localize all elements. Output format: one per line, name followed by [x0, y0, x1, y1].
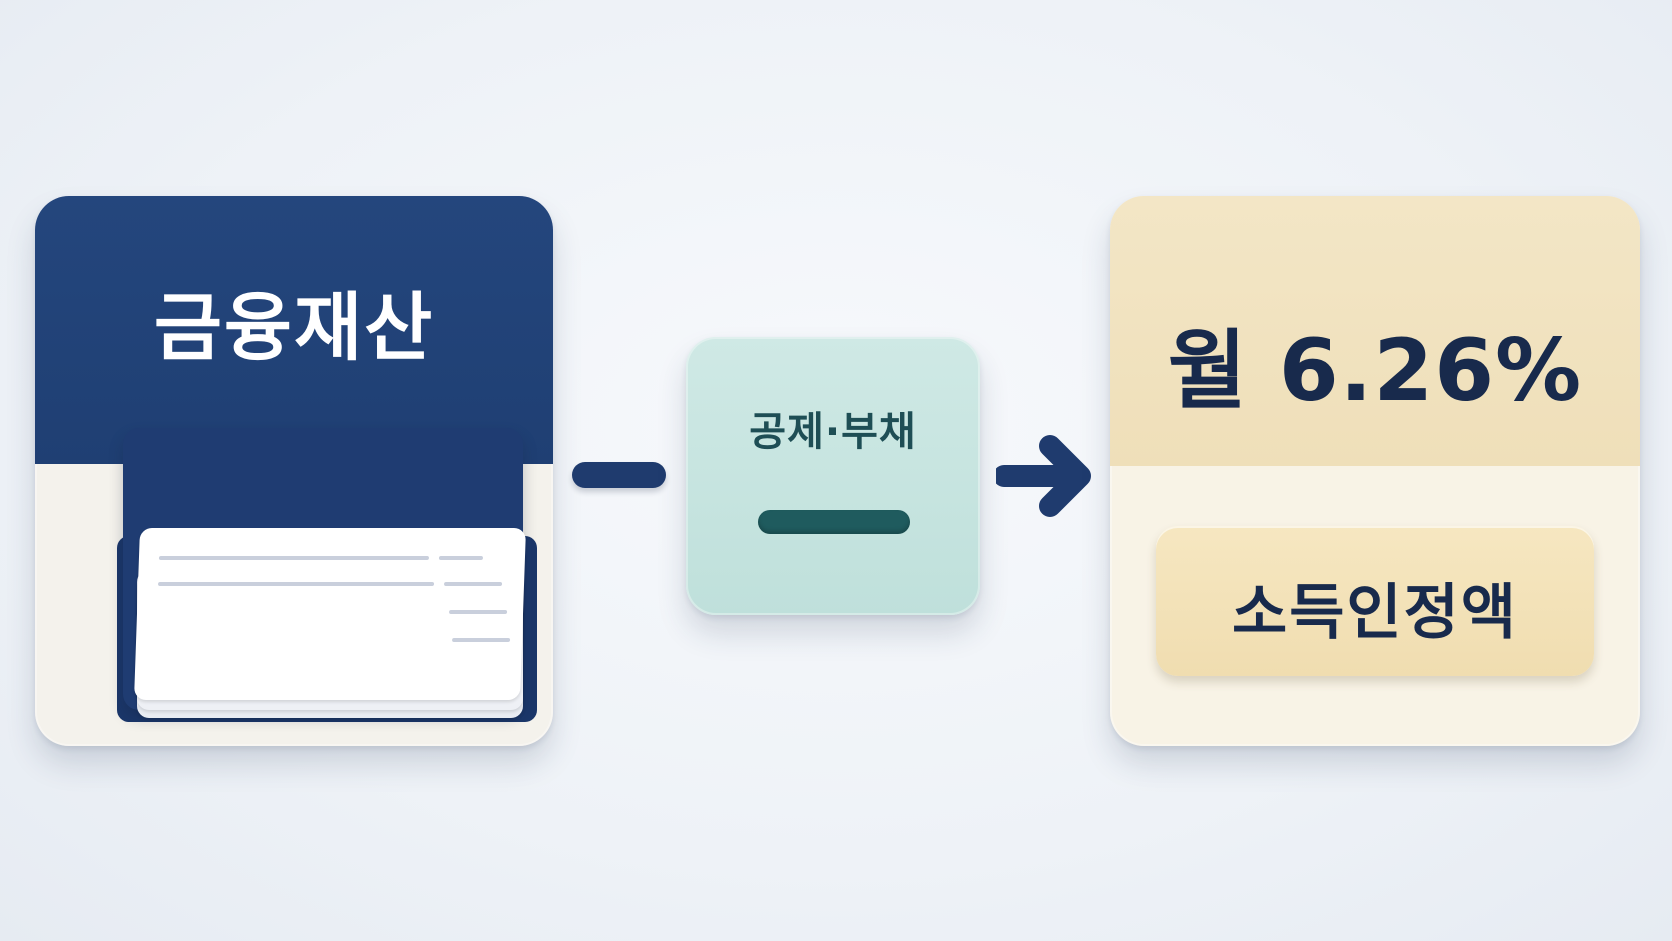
income-recognition-card: 월 6.26% 소득인정액	[1110, 196, 1640, 746]
page-line	[449, 610, 508, 614]
ledger-book-icon	[117, 428, 541, 722]
page-line	[452, 638, 511, 642]
financial-assets-title: 금융재산	[153, 285, 435, 371]
conversion-rate-text: 월 6.26%	[1167, 321, 1583, 421]
page-line	[438, 556, 484, 560]
arrow-right-icon	[996, 435, 1091, 517]
financial-assets-header	[35, 196, 553, 464]
page-line	[443, 582, 503, 586]
financial-assets-card: 금융재산	[35, 196, 553, 746]
income-recognition-label: 소득인정액	[1232, 578, 1518, 648]
income-recognition-badge: 소득인정액	[1156, 526, 1594, 676]
page-line	[157, 582, 435, 586]
deduction-title: 공제·부채	[749, 409, 917, 455]
deduction-card: 공제·부채	[686, 337, 980, 615]
minus-icon	[758, 510, 910, 534]
minus-icon	[572, 462, 666, 488]
book-page-top	[133, 528, 527, 700]
page-line	[158, 556, 430, 560]
income-recognition-header	[1110, 196, 1640, 466]
